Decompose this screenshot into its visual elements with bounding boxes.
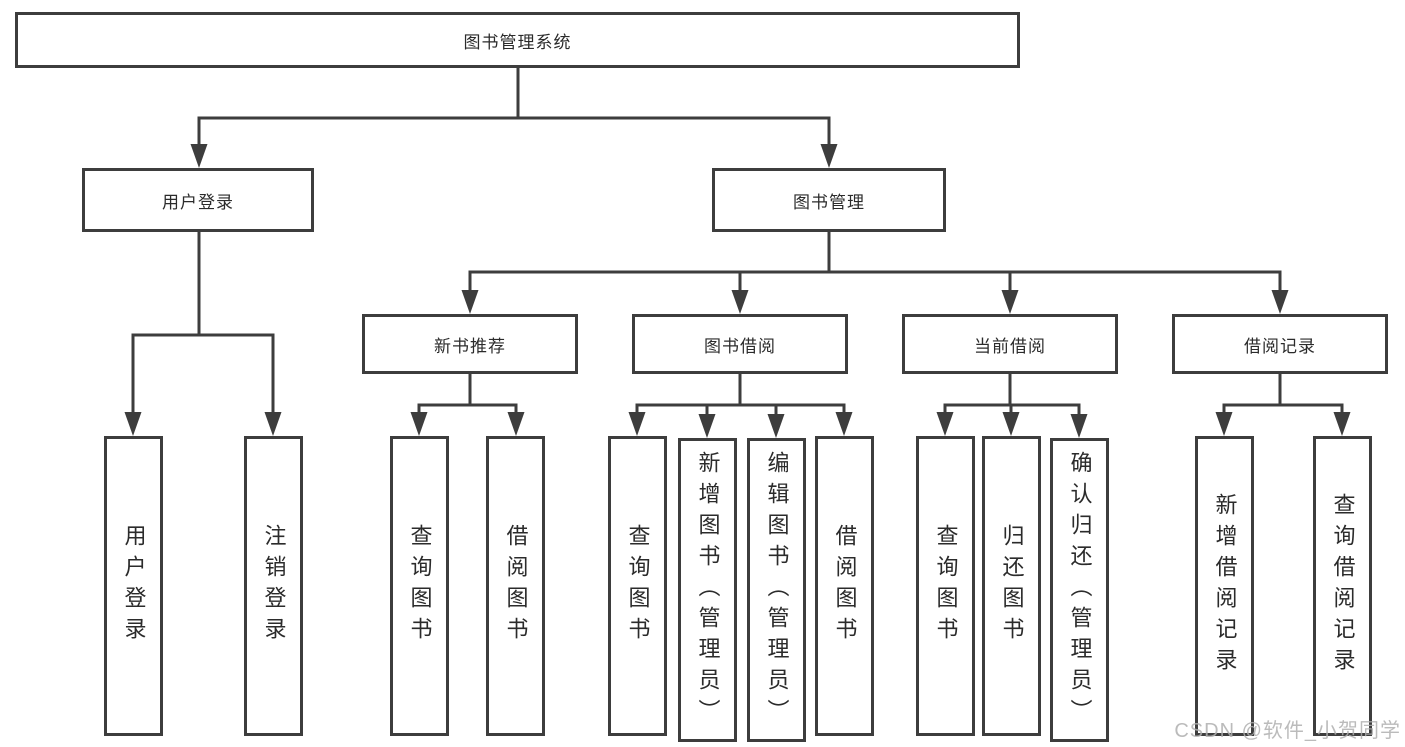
node-label: 图书管理 (793, 192, 865, 212)
node-module-book-borrow: 图书借阅 (632, 314, 848, 374)
node-leaf-return-books: 归还图书 (982, 436, 1041, 736)
node-module-current-borrow: 当前借阅 (902, 314, 1118, 374)
node-label: 借阅记录 (1244, 336, 1316, 356)
node-label: 新书推荐 (434, 336, 506, 356)
node-leaf-query-borrow-record: 查询借阅记录 (1313, 436, 1372, 736)
node-leaf-add-books-admin: 新增图书（管理员） (678, 438, 737, 742)
node-label: 当前借阅 (974, 336, 1046, 356)
node-label: 图书借阅 (704, 336, 776, 356)
node-label: 查询图书 (407, 524, 433, 648)
node-label: 注销登录 (261, 524, 287, 648)
node-label: 编辑图书（管理员） (764, 450, 790, 730)
node-leaf-query-books-current: 查询图书 (916, 436, 975, 736)
node-label: 借阅图书 (503, 524, 529, 648)
node-label: 确认归还（管理员） (1067, 450, 1093, 730)
node-module-book-management: 图书管理 (712, 168, 946, 232)
node-label: 新增借阅记录 (1212, 493, 1238, 679)
node-leaf-borrow-books-recommend: 借阅图书 (486, 436, 545, 736)
node-leaf-confirm-return-admin: 确认归还（管理员） (1050, 438, 1109, 742)
node-label: 用户登录 (162, 192, 234, 212)
node-leaf-logout: 注销登录 (244, 436, 303, 736)
node-label: 用户登录 (121, 524, 147, 648)
node-leaf-user-login: 用户登录 (104, 436, 163, 736)
node-module-new-book-recommend: 新书推荐 (362, 314, 578, 374)
node-label: 图书管理系统 (463, 32, 572, 52)
node-label: 查询图书 (933, 524, 959, 648)
node-leaf-edit-books-admin: 编辑图书（管理员） (747, 438, 806, 742)
node-leaf-add-borrow-record: 新增借阅记录 (1195, 436, 1254, 736)
watermark: CSDN @软件_小贺同学 (1174, 720, 1401, 742)
node-label: 查询图书 (625, 524, 651, 648)
node-label: 查询借阅记录 (1330, 493, 1356, 679)
node-label: 归还图书 (999, 524, 1025, 648)
node-module-borrow-records: 借阅记录 (1172, 314, 1388, 374)
node-leaf-query-books-recommend: 查询图书 (390, 436, 449, 736)
node-label: 借阅图书 (832, 524, 858, 648)
node-leaf-query-books-borrow: 查询图书 (608, 436, 667, 736)
node-leaf-borrow-books-borrow: 借阅图书 (815, 436, 874, 736)
node-label: 新增图书（管理员） (695, 450, 721, 730)
node-root-library-management-system: 图书管理系统 (15, 12, 1020, 68)
node-module-user-login: 用户登录 (82, 168, 314, 232)
